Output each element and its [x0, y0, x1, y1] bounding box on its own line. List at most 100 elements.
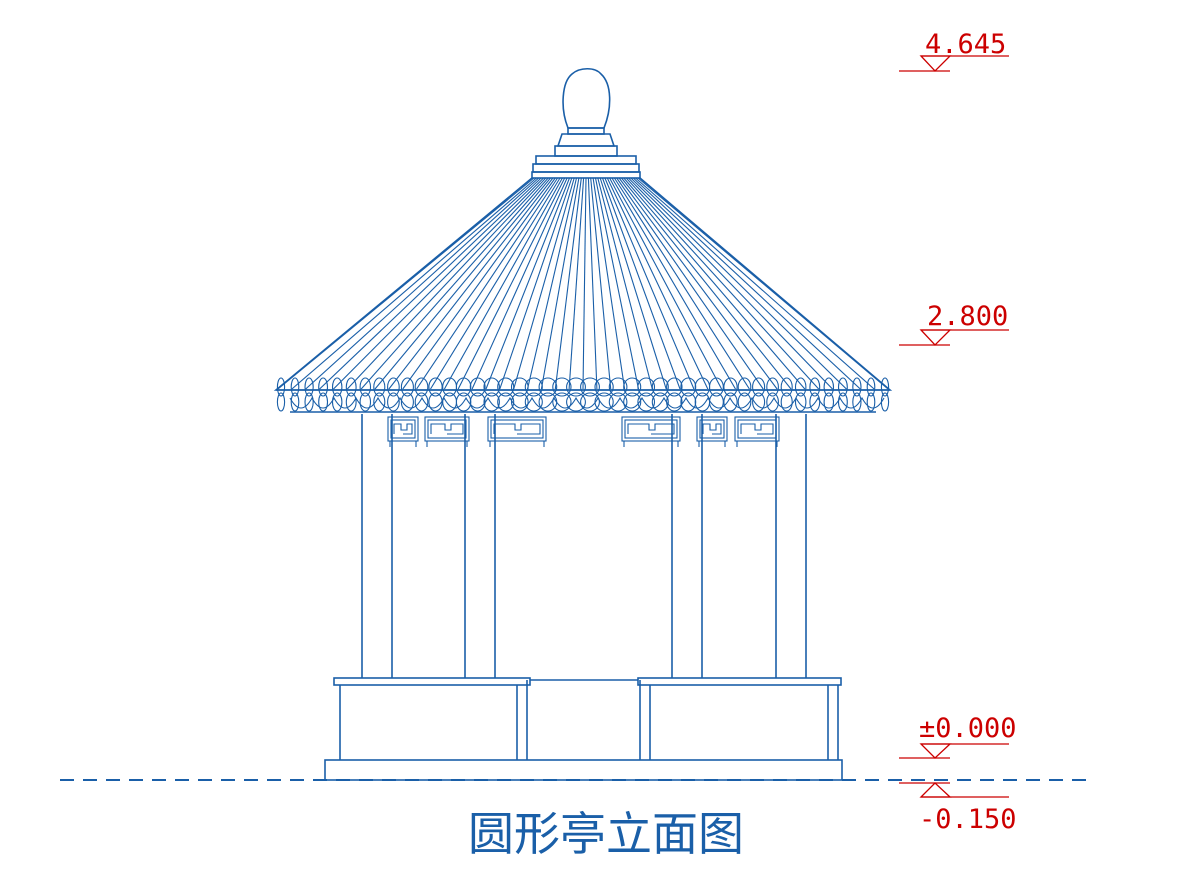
roof-rafter [599, 177, 667, 390]
roof-rafter [628, 177, 833, 390]
eave-scallop [608, 392, 628, 412]
fretwork-bracket [696, 416, 728, 447]
elevation-label: ±0.000 [919, 713, 1017, 744]
roof-rafter [568, 177, 585, 390]
eave-scallop [387, 377, 400, 397]
fretwork-bracket [424, 416, 470, 447]
eave-scallop [852, 377, 862, 397]
eave-scallop [483, 392, 500, 412]
eave-scallop [766, 377, 779, 397]
eave-scallop [566, 392, 586, 412]
eave-scallop [866, 392, 876, 412]
eave-scallop [304, 377, 314, 397]
conical-roof [273, 177, 893, 391]
eave-scallop [823, 377, 835, 397]
roof-rafter [621, 177, 792, 390]
eave-scallop [809, 392, 821, 412]
eave-scallop [414, 392, 429, 412]
columns [361, 414, 807, 678]
roof-rafter [291, 177, 537, 390]
roof-rafter [499, 177, 573, 390]
eave-scallop [852, 392, 862, 412]
roof-rafter [616, 177, 764, 390]
eave-scallop [737, 377, 752, 397]
eave-scallop [304, 392, 314, 412]
fretwork-brackets [387, 416, 780, 447]
roof-rafter [388, 177, 554, 390]
eave-scallop [510, 377, 529, 397]
roof-rafter [613, 177, 750, 390]
eave-scallop [766, 392, 779, 412]
eave-scallop [359, 377, 372, 397]
eave-scallop [780, 392, 793, 412]
eave-scallop [780, 377, 793, 397]
eave-scallop [345, 377, 357, 397]
eave-scallop [837, 392, 848, 412]
elevation-marker-0000: ±0.000 [899, 713, 1017, 759]
eave-scallop [538, 377, 558, 397]
eave-scallop [290, 377, 300, 397]
eave-scallop [837, 377, 848, 397]
elevation-marker-2800: 2.800 [899, 301, 1009, 346]
eave-scallop [880, 377, 890, 397]
eave-scallop [708, 377, 724, 397]
eave-scallop [290, 392, 300, 412]
roof-rafter [554, 177, 582, 390]
roof-rafter [540, 177, 580, 390]
eave-scallop [794, 392, 807, 412]
eave-scallop [524, 392, 543, 412]
eave-scallop [497, 377, 515, 397]
roof-rafter [416, 177, 559, 390]
roof-rafter [601, 177, 681, 390]
elevation-label: -0.150 [919, 804, 1017, 835]
eave-scallop [400, 392, 414, 412]
roof-rafters [277, 177, 889, 390]
fretwork-bracket [387, 416, 419, 447]
eave-scallop [510, 392, 529, 412]
drawing-title: 圆形亭立面图 [468, 807, 744, 861]
roof-rafter [632, 177, 861, 390]
eave-scallop [608, 377, 628, 397]
eave-scallop [469, 377, 486, 397]
roof-rafter [587, 177, 598, 390]
roof-rafter [346, 177, 547, 390]
elevation-label: 2.800 [927, 301, 1008, 332]
roof-rafter [305, 177, 540, 390]
eave-scallop [331, 377, 343, 397]
roof-rafter [594, 177, 640, 390]
roof-rafter [625, 177, 820, 390]
eave-scallop [580, 377, 600, 397]
eave-scallop [651, 392, 669, 412]
eave-scallop [331, 392, 343, 412]
roof-rafter [609, 177, 723, 390]
roof-rafter [618, 177, 778, 390]
eave-scallop [637, 377, 656, 397]
eave-scallop [708, 392, 724, 412]
roof-finial [531, 67, 641, 179]
eave-scallop [318, 392, 329, 412]
eave-scallop [623, 392, 642, 412]
eave-scallop [318, 377, 329, 397]
roof-rafter [457, 177, 566, 390]
eave-scallop [524, 377, 543, 397]
roof-rafter [630, 177, 847, 390]
eave-scallop [373, 377, 386, 397]
elevation-marker-neg0150: -0.150 [899, 782, 1017, 835]
roof-rafter [604, 177, 695, 390]
scalloped-eave [276, 377, 890, 413]
eave-scallop [387, 392, 400, 412]
fretwork-bracket [621, 416, 681, 447]
eave-scallop [623, 377, 642, 397]
roof-rafter [611, 177, 736, 390]
roof-rafter [597, 177, 653, 390]
roof-rafter [360, 177, 549, 390]
fretwork-bracket [734, 416, 780, 447]
eave-scallop [276, 392, 286, 412]
eave-scallop [823, 392, 835, 412]
eave-scallop [752, 377, 766, 397]
elevation-label: 4.645 [925, 29, 1006, 60]
roof-rafter [582, 177, 587, 390]
roof-rafter [319, 177, 542, 390]
eave-scallop [723, 377, 738, 397]
eave-scallop [276, 377, 286, 397]
